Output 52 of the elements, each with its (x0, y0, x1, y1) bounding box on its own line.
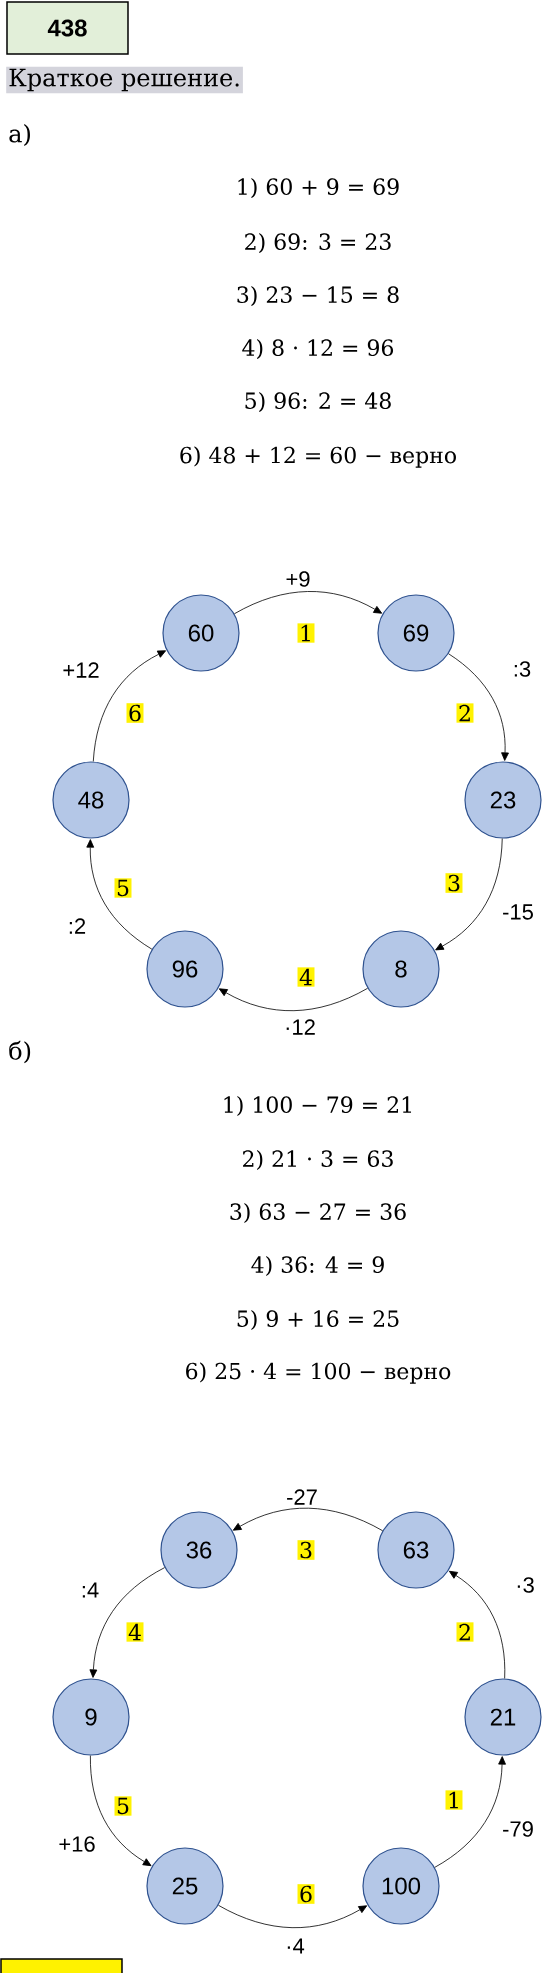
step-number: 6 (126, 703, 144, 723)
edge-label: +12 (63, 662, 99, 678)
arrow (89, 1567, 166, 1678)
equation: 5) 96: 2 = 48 (245, 391, 391, 413)
equation: 3) 23 − 15 = 8 (237, 285, 399, 307)
equation: 5) 9 + 16 = 25 (237, 1309, 399, 1331)
step-number: 4 (297, 967, 315, 987)
arrow (448, 653, 509, 761)
arrow (234, 591, 383, 615)
equation: 2) 21 · 3 = 63 (243, 1149, 393, 1171)
arrow (449, 1570, 506, 1679)
step-number: 1 (445, 1790, 463, 1810)
number-box: 438 (6, 1, 129, 55)
arrow (89, 1755, 152, 1867)
equation: 1) 100 − 79 = 21 (224, 1095, 411, 1117)
edge-label: -79 (503, 1821, 533, 1837)
step-number: 2 (456, 703, 474, 723)
edge-label: :3 (514, 661, 531, 677)
edge-label: ·4 (287, 1938, 305, 1954)
edge-label: +16 (59, 1836, 95, 1852)
heading: Краткое решение. (6, 66, 243, 94)
equation: 6) 25 · 4 = 100 − верно (186, 1362, 451, 1384)
part-label: б) (9, 1040, 31, 1064)
part-label: а) (9, 124, 30, 146)
arrow (232, 1507, 383, 1532)
arrow (218, 1904, 368, 1929)
arrow (92, 650, 166, 762)
edge-label: :4 (82, 1582, 99, 1598)
edge-label: +9 (286, 571, 310, 587)
equation: 4) 8 · 12 = 96 (242, 338, 394, 360)
edge-label: :2 (69, 918, 86, 934)
step-number: 4 (126, 1622, 144, 1642)
equation: 2) 69: 3 = 23 (245, 232, 391, 254)
equation: 1) 60 + 9 = 69 (238, 177, 399, 199)
edge-label: ·3 (517, 1577, 534, 1593)
step-number: 1 (297, 623, 315, 643)
arrow (86, 839, 153, 950)
step-number: 5 (114, 1796, 132, 1816)
step-number: 2 (456, 1622, 474, 1642)
arrow (435, 838, 503, 951)
step-number: 3 (445, 873, 463, 893)
edge-label: ·12 (286, 1019, 315, 1035)
arrow (218, 987, 368, 1012)
arrow (434, 1756, 506, 1868)
equation: 3) 63 − 27 = 36 (230, 1202, 406, 1224)
equation: 4) 36: 4 = 9 (251, 1255, 384, 1277)
step-number: 3 (297, 1540, 315, 1560)
edge-label: -27 (287, 1489, 317, 1505)
step-number: 5 (114, 878, 132, 898)
step-number: 6 (297, 1884, 315, 1904)
equation: 6) 48 + 12 = 60 − верно (180, 446, 456, 468)
edge-label: -15 (503, 904, 533, 920)
